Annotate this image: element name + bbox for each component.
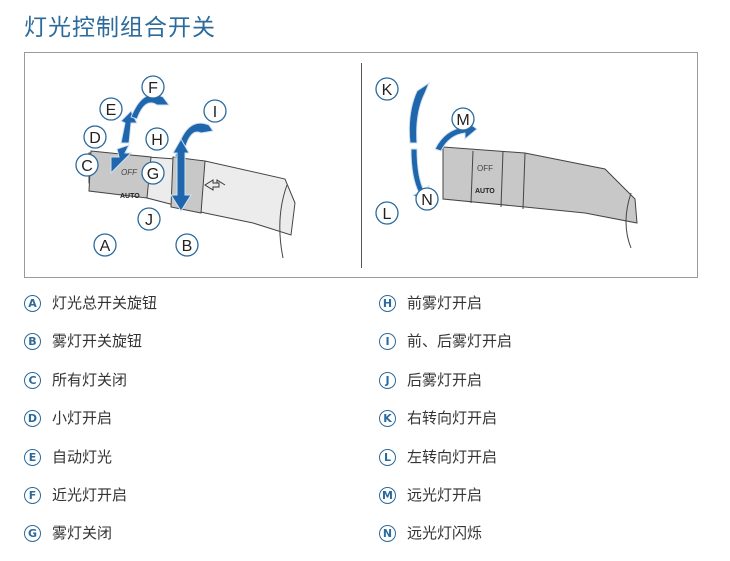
- left-stalk-illustration: OFF AUTO: [88, 150, 296, 259]
- legend-text: 前、后雾灯开启: [407, 332, 513, 351]
- callout-circle-f: [141, 75, 165, 99]
- callout-label-i: I: [213, 104, 217, 121]
- legend-text: 远光灯闪烁: [407, 524, 483, 543]
- legend-key-badge: K: [379, 410, 396, 428]
- callout-circle-h: [145, 127, 169, 151]
- legend-text: 灯光总开关旋钮: [52, 294, 158, 312]
- callout-circle-m: [451, 107, 475, 131]
- callout-circle-n: [415, 187, 439, 211]
- page-title: 灯光控制组合开关: [24, 15, 216, 41]
- legend-text: 近光灯开启: [52, 485, 128, 504]
- legend-text: 前雾灯开启: [407, 294, 483, 312]
- legend-text: 雾灯开关旋钮: [52, 332, 143, 351]
- callout-label-k: K: [382, 82, 393, 99]
- callout-label-g: G: [147, 166, 159, 183]
- legend-key-badge: B: [24, 333, 41, 351]
- callout-circle-k: [375, 77, 399, 101]
- auto-label: AUTO: [120, 193, 140, 200]
- legend-right: H 前雾灯开启 I 前、后雾灯开启 J 后雾灯开启 K 右转向灯开启 L 左转向灯开启 M…: [379, 292, 699, 561]
- callout-label-f: F: [148, 80, 158, 97]
- legend-item: L 左转向灯开启: [379, 446, 699, 484]
- callout-label-h: H: [151, 132, 163, 149]
- legend-text: 远光灯开启: [407, 485, 483, 504]
- callout-label-a: A: [100, 238, 111, 255]
- legend-key-badge: J: [379, 371, 396, 389]
- auto-label-right: AUTO: [475, 188, 495, 195]
- legend-item: H 前雾灯开启: [379, 292, 699, 330]
- legend-item: M 远光灯开启: [379, 484, 699, 522]
- legend-text: 右转向灯开启: [407, 409, 498, 428]
- callout-label-c: C: [81, 158, 93, 175]
- legend-text: 自动灯光: [52, 447, 113, 466]
- legend-key-badge: E: [24, 448, 41, 466]
- legend-key-badge: N: [379, 525, 396, 543]
- legend-key-badge: D: [24, 410, 41, 428]
- legend-item: K 右转向灯开启: [379, 407, 699, 445]
- callout-label-j: J: [145, 212, 153, 229]
- legend-item: E 自动灯光: [24, 446, 344, 484]
- legend-left: A 灯光总开关旋钮 B 雾灯开关旋钮 C 所有灯关闭 D 小灯开启 E 自动灯光 F 近光灯…: [24, 292, 344, 561]
- legend-item: F 近光灯开启: [24, 484, 344, 522]
- legend-item: D 小灯开启: [24, 407, 344, 445]
- legend-key-badge: L: [379, 448, 396, 466]
- callout-label-n: N: [421, 192, 433, 209]
- callout-label-e: E: [106, 102, 117, 119]
- callout-circle-i: [203, 99, 227, 123]
- legend-key-badge: A: [24, 295, 41, 312]
- legend-item: C 所有灯关闭: [24, 369, 344, 407]
- legend-key-badge: H: [379, 295, 396, 312]
- switch-diagrams: OFF AUTO OFF AUTO A B CDE F GH I J K L M N: [75, 75, 638, 259]
- right-stalk-illustration: OFF AUTO: [442, 146, 638, 249]
- callout-circle-b: [175, 233, 199, 257]
- legend-text: 所有灯关闭: [52, 370, 128, 389]
- left-arrows: [110, 94, 214, 212]
- legend-item: B 雾灯开关旋钮: [24, 330, 344, 368]
- figure-divider: [361, 63, 362, 268]
- off-label: OFF: [121, 168, 138, 177]
- callout-circle-a: [93, 233, 117, 257]
- legend-text: 小灯开启: [52, 409, 113, 428]
- legend-key-badge: I: [379, 333, 396, 351]
- callout-label-m: M: [456, 112, 469, 129]
- callout-circle-d: [83, 125, 107, 149]
- legend-key-badge: F: [24, 486, 41, 504]
- off-label-right: OFF: [477, 164, 493, 173]
- legend-key-badge: G: [24, 525, 41, 543]
- legend-item: A 灯光总开关旋钮: [24, 292, 344, 330]
- diagram-callouts: A B CDE F GH I J K L M N: [75, 75, 475, 257]
- legend-item: G 雾灯关闭: [24, 522, 344, 560]
- legend-item: N 远光灯闪烁: [379, 522, 699, 560]
- legend-key-badge: C: [24, 371, 41, 389]
- legend-item: J 后雾灯开启: [379, 369, 699, 407]
- callout-circle-e: [99, 97, 123, 121]
- callout-circle-c: [75, 153, 99, 177]
- legend-key-badge: M: [379, 486, 396, 504]
- legend-item: I 前、后雾灯开启: [379, 330, 699, 368]
- callout-label-l: L: [383, 206, 392, 223]
- legend-text: 后雾灯开启: [407, 370, 483, 389]
- callout-label-b: B: [182, 238, 193, 255]
- legend-text: 左转向灯开启: [407, 447, 498, 466]
- legend-text: 雾灯关闭: [52, 524, 113, 543]
- callout-label-d: D: [89, 130, 101, 147]
- callout-circle-g: [141, 161, 165, 185]
- callout-circle-l: [375, 201, 399, 225]
- callout-circle-j: [137, 207, 161, 231]
